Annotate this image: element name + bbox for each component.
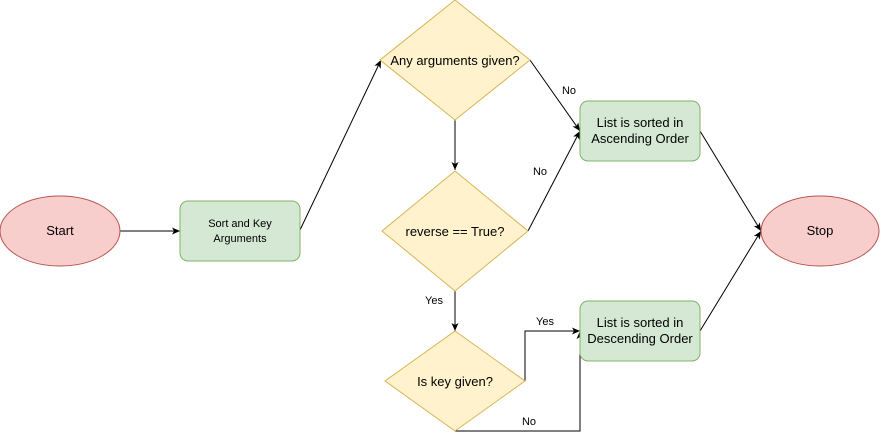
ascending-shape — [579, 100, 701, 162]
edge-ascending-to-stop — [699, 130, 762, 232]
reverse-decision: reverse == True? — [381, 170, 529, 292]
descending-label-line2: Descending Order — [587, 331, 693, 346]
key-given-decision: Is key given? — [384, 330, 526, 432]
edge-label-reverse-yes: Yes — [425, 295, 443, 307]
sort-key-node: Sort and Key Arguments — [179, 200, 301, 262]
edge-key-no-to-descending — [455, 331, 584, 432]
stop-label: Stop — [807, 223, 834, 238]
any-args-decision: Any arguments given? — [379, 0, 531, 121]
edge-label-key-yes: Yes — [536, 316, 554, 328]
sort-key-shape — [179, 200, 301, 262]
ascending-label-line2: Ascending Order — [591, 131, 689, 146]
sort-key-label-line1: Sort and Key — [208, 218, 272, 230]
any-args-shape — [379, 0, 531, 121]
edge-label-key-no: No — [522, 416, 536, 428]
edge-key-yes-to-descending — [524, 327, 580, 381]
start-node: Start — [0, 195, 121, 267]
descending-label-line1: List is sorted in — [597, 315, 684, 330]
ascending-label-line1: List is sorted in — [597, 115, 684, 130]
edge-label-any-args-no: No — [562, 85, 576, 97]
edge-reverse-no-to-ascending — [527, 130, 581, 232]
descending-shape — [579, 300, 701, 362]
edge-descending-to-stop — [699, 230, 762, 332]
start-label: Start — [46, 223, 74, 238]
descending-node: List is sorted in Descending Order — [579, 300, 701, 362]
stop-shape — [760, 195, 880, 267]
edge-any-args-no-to-ascending — [529, 59, 581, 132]
reverse-label: reverse == True? — [406, 224, 505, 239]
edges — [120, 59, 762, 432]
edge-labels: No No Yes Yes No — [425, 85, 576, 428]
start-shape — [0, 195, 121, 267]
ascending-node: List is sorted in Ascending Order — [579, 100, 701, 162]
stop-node: Stop — [760, 195, 880, 267]
reverse-shape — [381, 170, 529, 292]
key-given-shape — [384, 330, 526, 432]
any-args-label: Any arguments given? — [390, 53, 519, 68]
key-given-label: Is key given? — [417, 374, 493, 389]
edge-sort-key-to-any-args — [299, 59, 382, 231]
edge-label-reverse-no: No — [533, 166, 547, 178]
sort-key-label-line2: Arguments — [213, 233, 267, 245]
